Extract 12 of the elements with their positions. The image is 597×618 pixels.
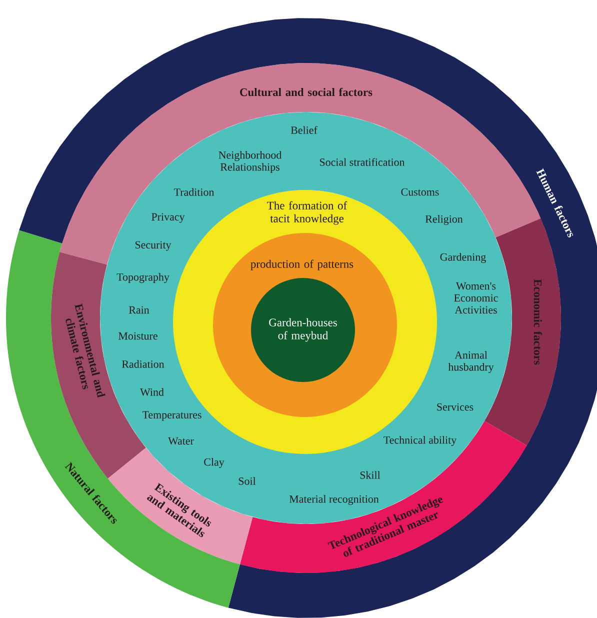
- ring-label: Soil: [238, 477, 256, 485]
- ring-label: Services: [437, 403, 474, 411]
- ring-label: Social stratification: [320, 158, 405, 166]
- ring-label: Material recognition: [289, 495, 379, 505]
- ring-label: Security: [135, 241, 172, 251]
- ring-label: Neighborhood Relationships: [218, 151, 282, 173]
- ring-label: Belief: [290, 126, 318, 134]
- ring-label: Customs: [401, 188, 439, 196]
- ring-label: Clay: [204, 458, 224, 468]
- ring-label: Gardening: [440, 253, 486, 263]
- ring-label: Skill: [360, 471, 380, 479]
- ring-label: Tradition: [174, 188, 214, 196]
